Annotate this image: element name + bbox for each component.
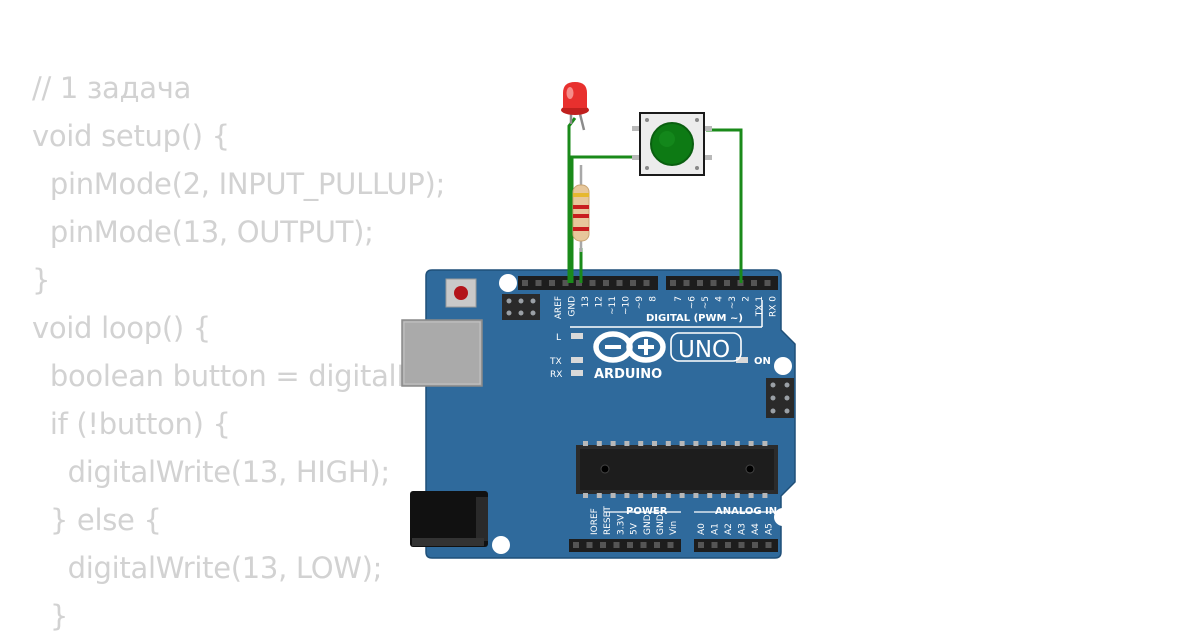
code-line: } else {	[32, 503, 162, 537]
icsp-header-right	[766, 378, 794, 418]
pin-label: ~3	[728, 296, 738, 309]
tx-led-label: TX	[549, 357, 562, 367]
pin-label: A2	[724, 523, 734, 535]
resistor[interactable]	[572, 165, 590, 252]
code-line: // 1 задача	[32, 71, 192, 105]
icsp-header	[502, 294, 540, 320]
mounting-hole	[774, 508, 792, 526]
pin-label: RX 0	[769, 296, 779, 317]
digital-header-label: DIGITAL (PWM ~)	[646, 313, 743, 324]
reset-button[interactable]	[445, 278, 477, 308]
digital-header-right	[666, 276, 778, 290]
pin-label: AREF	[554, 296, 564, 319]
wires	[567, 117, 743, 283]
code-line: void setup() {	[32, 119, 230, 153]
model-label: UNO	[678, 337, 730, 363]
pin-label: A0	[697, 523, 707, 535]
code-line: }	[32, 599, 68, 633]
mounting-hole	[492, 536, 510, 554]
brand-label: ARDUINO	[594, 367, 662, 382]
power-jack	[410, 491, 488, 547]
pin-label: 13	[581, 296, 591, 307]
pin-label: 2	[742, 296, 752, 302]
usb-connector	[401, 319, 483, 387]
power-header	[569, 539, 681, 552]
pin-label: 7	[674, 296, 684, 302]
code-line: }	[32, 263, 51, 297]
digital-header-left	[518, 276, 658, 290]
pin-label: GND	[643, 514, 653, 535]
pin-label: ~11	[608, 296, 618, 315]
mounting-hole	[499, 274, 517, 292]
pin-label: ~9	[635, 296, 645, 310]
push-button[interactable]	[632, 112, 712, 176]
wire-resistor-to-button	[570, 155, 640, 283]
mounting-hole	[774, 357, 792, 375]
pin-label: ~5	[701, 296, 711, 309]
code-line: void loop() {	[32, 311, 211, 345]
pin-label: 4	[715, 296, 725, 302]
wire-gnd-to-led	[567, 117, 577, 283]
code-line: pinMode(2, INPUT_PULLUP);	[32, 167, 445, 201]
pin-label: Vin	[669, 521, 679, 535]
on-led-label: ON	[754, 356, 771, 367]
analog-header	[694, 539, 778, 552]
pin-label: 12	[595, 296, 605, 307]
code-line: digitalWrite(13, LOW);	[32, 551, 383, 585]
pin-label: TX 1	[755, 296, 765, 317]
pin-label: A5	[765, 523, 775, 535]
pin-label: A4	[751, 523, 761, 535]
uno-logo: UNO	[670, 332, 742, 363]
wire-button-to-pin2	[706, 128, 743, 283]
pin-label: 3.3V	[616, 514, 626, 535]
l-led-label: L	[556, 333, 561, 343]
pin-label: ~10	[622, 296, 632, 315]
red-led[interactable]	[561, 82, 589, 131]
arduino-logo: ARDUINO	[593, 331, 666, 382]
pin-label: A3	[738, 523, 748, 535]
pin-label: IOREF	[590, 508, 600, 535]
code-line: if (!button) {	[32, 407, 231, 441]
power-label: POWER	[626, 506, 668, 517]
microcontroller-chip	[576, 441, 778, 498]
rx-led-label: RX	[550, 370, 562, 380]
pin-label: A1	[711, 523, 721, 535]
pin-label: GND	[656, 514, 666, 535]
status-leds: L TX RX ON	[549, 333, 771, 380]
analog-label: ANALOG IN	[715, 506, 777, 517]
pin-label: RESET	[603, 506, 613, 535]
code-line: pinMode(13, OUTPUT);	[32, 215, 374, 249]
pin-label: 5V	[630, 522, 640, 535]
code-line: digitalWrite(13, HIGH);	[32, 455, 390, 489]
pin-label: ~6	[688, 296, 698, 310]
pin-label: 8	[649, 296, 659, 302]
pin-label: GND	[568, 296, 578, 317]
